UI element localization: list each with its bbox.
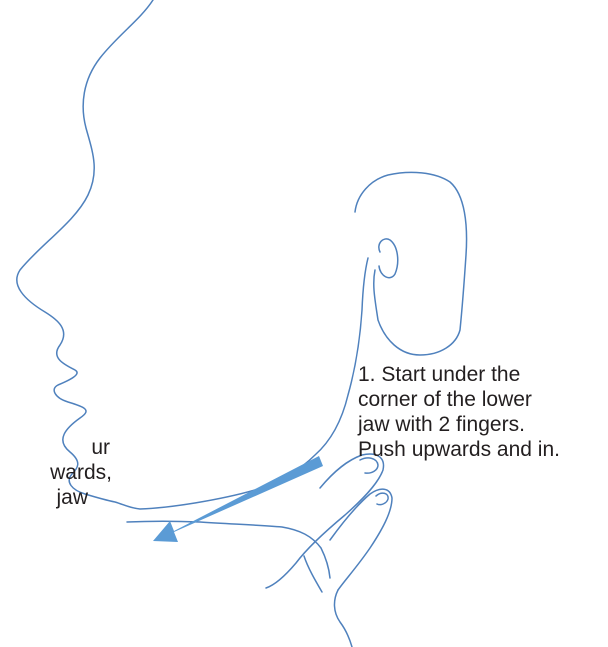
palm-outline [334, 590, 352, 647]
direction-arrow [153, 456, 323, 542]
neck-back-outline [127, 521, 330, 578]
step1-instruction-text: 1. Start under the corner of the lower j… [358, 362, 560, 462]
face-profile-outline [17, 0, 368, 509]
step2-line-2: wards, [0, 460, 112, 485]
step2-line-3: jaw [0, 485, 112, 510]
step1-line-4: Push upwards and in. [358, 437, 560, 462]
middle-fingernail-outline [376, 493, 388, 504]
step1-line-1: 1. Start under the [358, 362, 560, 387]
ear-outline [355, 172, 467, 355]
step2-line-1: ur [0, 435, 112, 460]
step1-line-3: jaw with 2 fingers. [358, 412, 560, 437]
step2-instruction-text: ur wards, jaw [0, 435, 112, 510]
step1-line-2: corner of the lower [358, 387, 560, 412]
wrist-outline [304, 556, 322, 592]
index-finger-outline [266, 454, 383, 588]
inner-ear-outline [379, 239, 398, 278]
